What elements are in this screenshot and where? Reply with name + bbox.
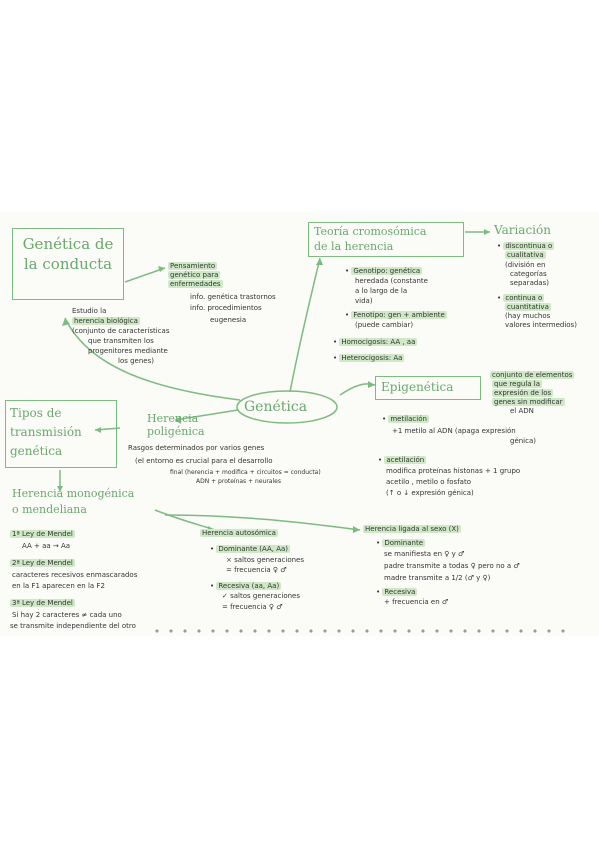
poligenica-line1: Herencia <box>147 412 199 425</box>
arrow-to-ligada <box>164 514 361 531</box>
continua: • continua o <box>497 294 545 302</box>
estudio-line: (conjunto de características <box>72 327 170 335</box>
teoria-line1: Teoría cromosómica <box>314 225 427 238</box>
epi-def-line: conjunto de elementos <box>490 371 575 379</box>
fenotipo-line: (puede cambiar) <box>355 321 414 329</box>
continua-line: (hay muchos <box>505 312 551 320</box>
estudio-line: herencia biológica <box>72 317 140 325</box>
epi-def-line: genes sin modificar <box>492 398 565 406</box>
pensamiento-line1: Pensamiento <box>168 262 218 270</box>
metilacion-def: +1 metilo al ADN (apaga expresión <box>392 427 516 435</box>
tipos-title: Tipos de transmisión genética <box>10 406 82 458</box>
arrow-to-poligenica <box>174 409 239 421</box>
binding-dots <box>150 628 570 634</box>
genotipo-line: a lo largo de la <box>355 287 408 295</box>
pensamiento-item: info. genética trastornos <box>190 293 276 301</box>
notes-sheet <box>0 212 599 636</box>
metilacion-def: génica) <box>510 437 537 445</box>
pensamiento-item: info. procedimientos <box>190 304 262 312</box>
recesiva-ligada-item: + frecuencia en ♂ <box>384 598 449 606</box>
rasgos-line: Rasgos determinados por varios genes <box>128 444 265 452</box>
recesiva-autosomica-item: ✓ saltos generaciones <box>222 592 300 600</box>
arrow-to-genetica-conducta <box>64 317 241 401</box>
variacion-title: Variación <box>494 223 551 237</box>
pensamiento-item: eugenesia <box>210 316 247 324</box>
dominante-autosomica-item: = frecuencia ♀ ♂ <box>226 566 287 574</box>
dominante-ligada-item: padre transmite a todas ♀ pero no a ♂ <box>384 562 520 570</box>
arrow-to-teoria <box>289 257 321 393</box>
ley2-def: en la F1 aparecen en la F2 <box>12 582 105 590</box>
monogenica-line2: o mendeliana <box>12 503 87 516</box>
pensamiento-line2: genético para <box>168 271 221 279</box>
ley3-def: se transmite independiente del otro <box>10 622 136 630</box>
dominante-autosomica-item: × saltos generaciones <box>226 556 304 564</box>
genotipo: • Genotipo: genética <box>345 267 423 275</box>
poligenica-line2: poligénica <box>147 425 205 438</box>
pensamiento-line3: enfermedades <box>168 280 223 288</box>
estudio-line: los genes) <box>118 357 154 365</box>
acetilacion-def: (↑ o ↓ expresión génica) <box>386 489 474 497</box>
continua-line: valores intermedios) <box>505 321 577 329</box>
ley2: 2ª Ley de Mendel <box>10 559 75 567</box>
acetilacion-def: modifica proteínas histonas + 1 grupo <box>386 467 521 475</box>
acetilacion: • acetilación <box>378 456 427 464</box>
fenotipo: • Fenotipo: gen + ambiente <box>345 311 447 319</box>
acetilacion-def: acetilo , metilo o fosfato <box>386 478 471 486</box>
autosomica: Herencia autosómica <box>200 529 278 537</box>
ligada: Herencia ligada al sexo (X) <box>363 525 461 533</box>
dominante-ligada: • Dominante <box>376 539 426 547</box>
discontinua-line: separadas) <box>510 279 549 287</box>
epi-def-line: el ADN <box>510 407 534 415</box>
genotipo-line: vida) <box>355 297 373 305</box>
dominante-autosomica: • Dominante (AA, Aa) <box>210 545 290 553</box>
genetica-ellipse <box>236 390 338 424</box>
discontinua-line: cualitativa <box>505 251 546 259</box>
epi-def-line: expresión de los <box>492 389 554 397</box>
recesiva-autosomica-item: = frecuencia ♀ ♂ <box>222 603 283 611</box>
ley3: 3ª Ley de Mendel <box>10 599 75 607</box>
estudio-line: que transmiten los <box>88 337 154 345</box>
discontinua-line: categorías <box>510 270 547 278</box>
rasgos-sub: ADN + proteínas + neurales <box>196 478 281 485</box>
recesiva-ligada: • Recesiva <box>376 588 418 596</box>
rasgos-line: (el entorno es crucial para el desarroll… <box>135 457 273 465</box>
epigenetica-title: Epigenética <box>381 380 454 394</box>
discontinua: • discontinua o <box>497 242 555 250</box>
discontinua-line: (división en <box>505 261 546 269</box>
recesiva-autosomica: • Recesiva (aa, Aa) <box>210 582 282 590</box>
continua-line: cuantitativa <box>505 303 551 311</box>
ley1-def: AA + aa → Aa <box>22 542 71 550</box>
dominante-ligada-item: se manifiesta en ♀ y ♂ <box>384 550 465 558</box>
arrow-to-pensamiento <box>124 267 166 283</box>
ley1: 1ª Ley de Mendel <box>10 530 75 538</box>
monogenica-line1: Herencia monogénica <box>12 487 135 500</box>
tipos-box <box>5 400 117 468</box>
metilacion: • metilación <box>382 415 429 423</box>
dominante-ligada-item: madre transmite a 1/2 (♂ y ♀) <box>384 574 491 582</box>
teoria-box <box>308 222 464 257</box>
teoria-line2: de la herencia <box>314 240 394 253</box>
genetica-conducta-box <box>12 228 124 300</box>
estudio-line: Estudio la <box>72 307 107 315</box>
estudio-line: progenitores mediante <box>88 347 168 355</box>
genetica-conducta-title: Genética de la conducta <box>22 235 114 273</box>
epi-def-line: que regula la <box>492 380 543 388</box>
ley2-def: caracteres recesivos enmascarados <box>12 571 138 579</box>
arrow-to-autosomica <box>154 509 216 531</box>
ley3-def: Si hay 2 caracteres ≠ cada uno <box>12 611 122 619</box>
genotipo-line: heredada (constante <box>355 277 428 285</box>
genetica-center: Genética <box>244 399 308 415</box>
rasgos-line: final (herencia + modifica + circuitos =… <box>170 469 321 476</box>
epigenetica-box <box>375 376 481 400</box>
homocigosis: • Homocigosis: AA , aa <box>333 338 418 346</box>
heterocigosis: • Heterocigosis: Aa <box>333 354 405 362</box>
